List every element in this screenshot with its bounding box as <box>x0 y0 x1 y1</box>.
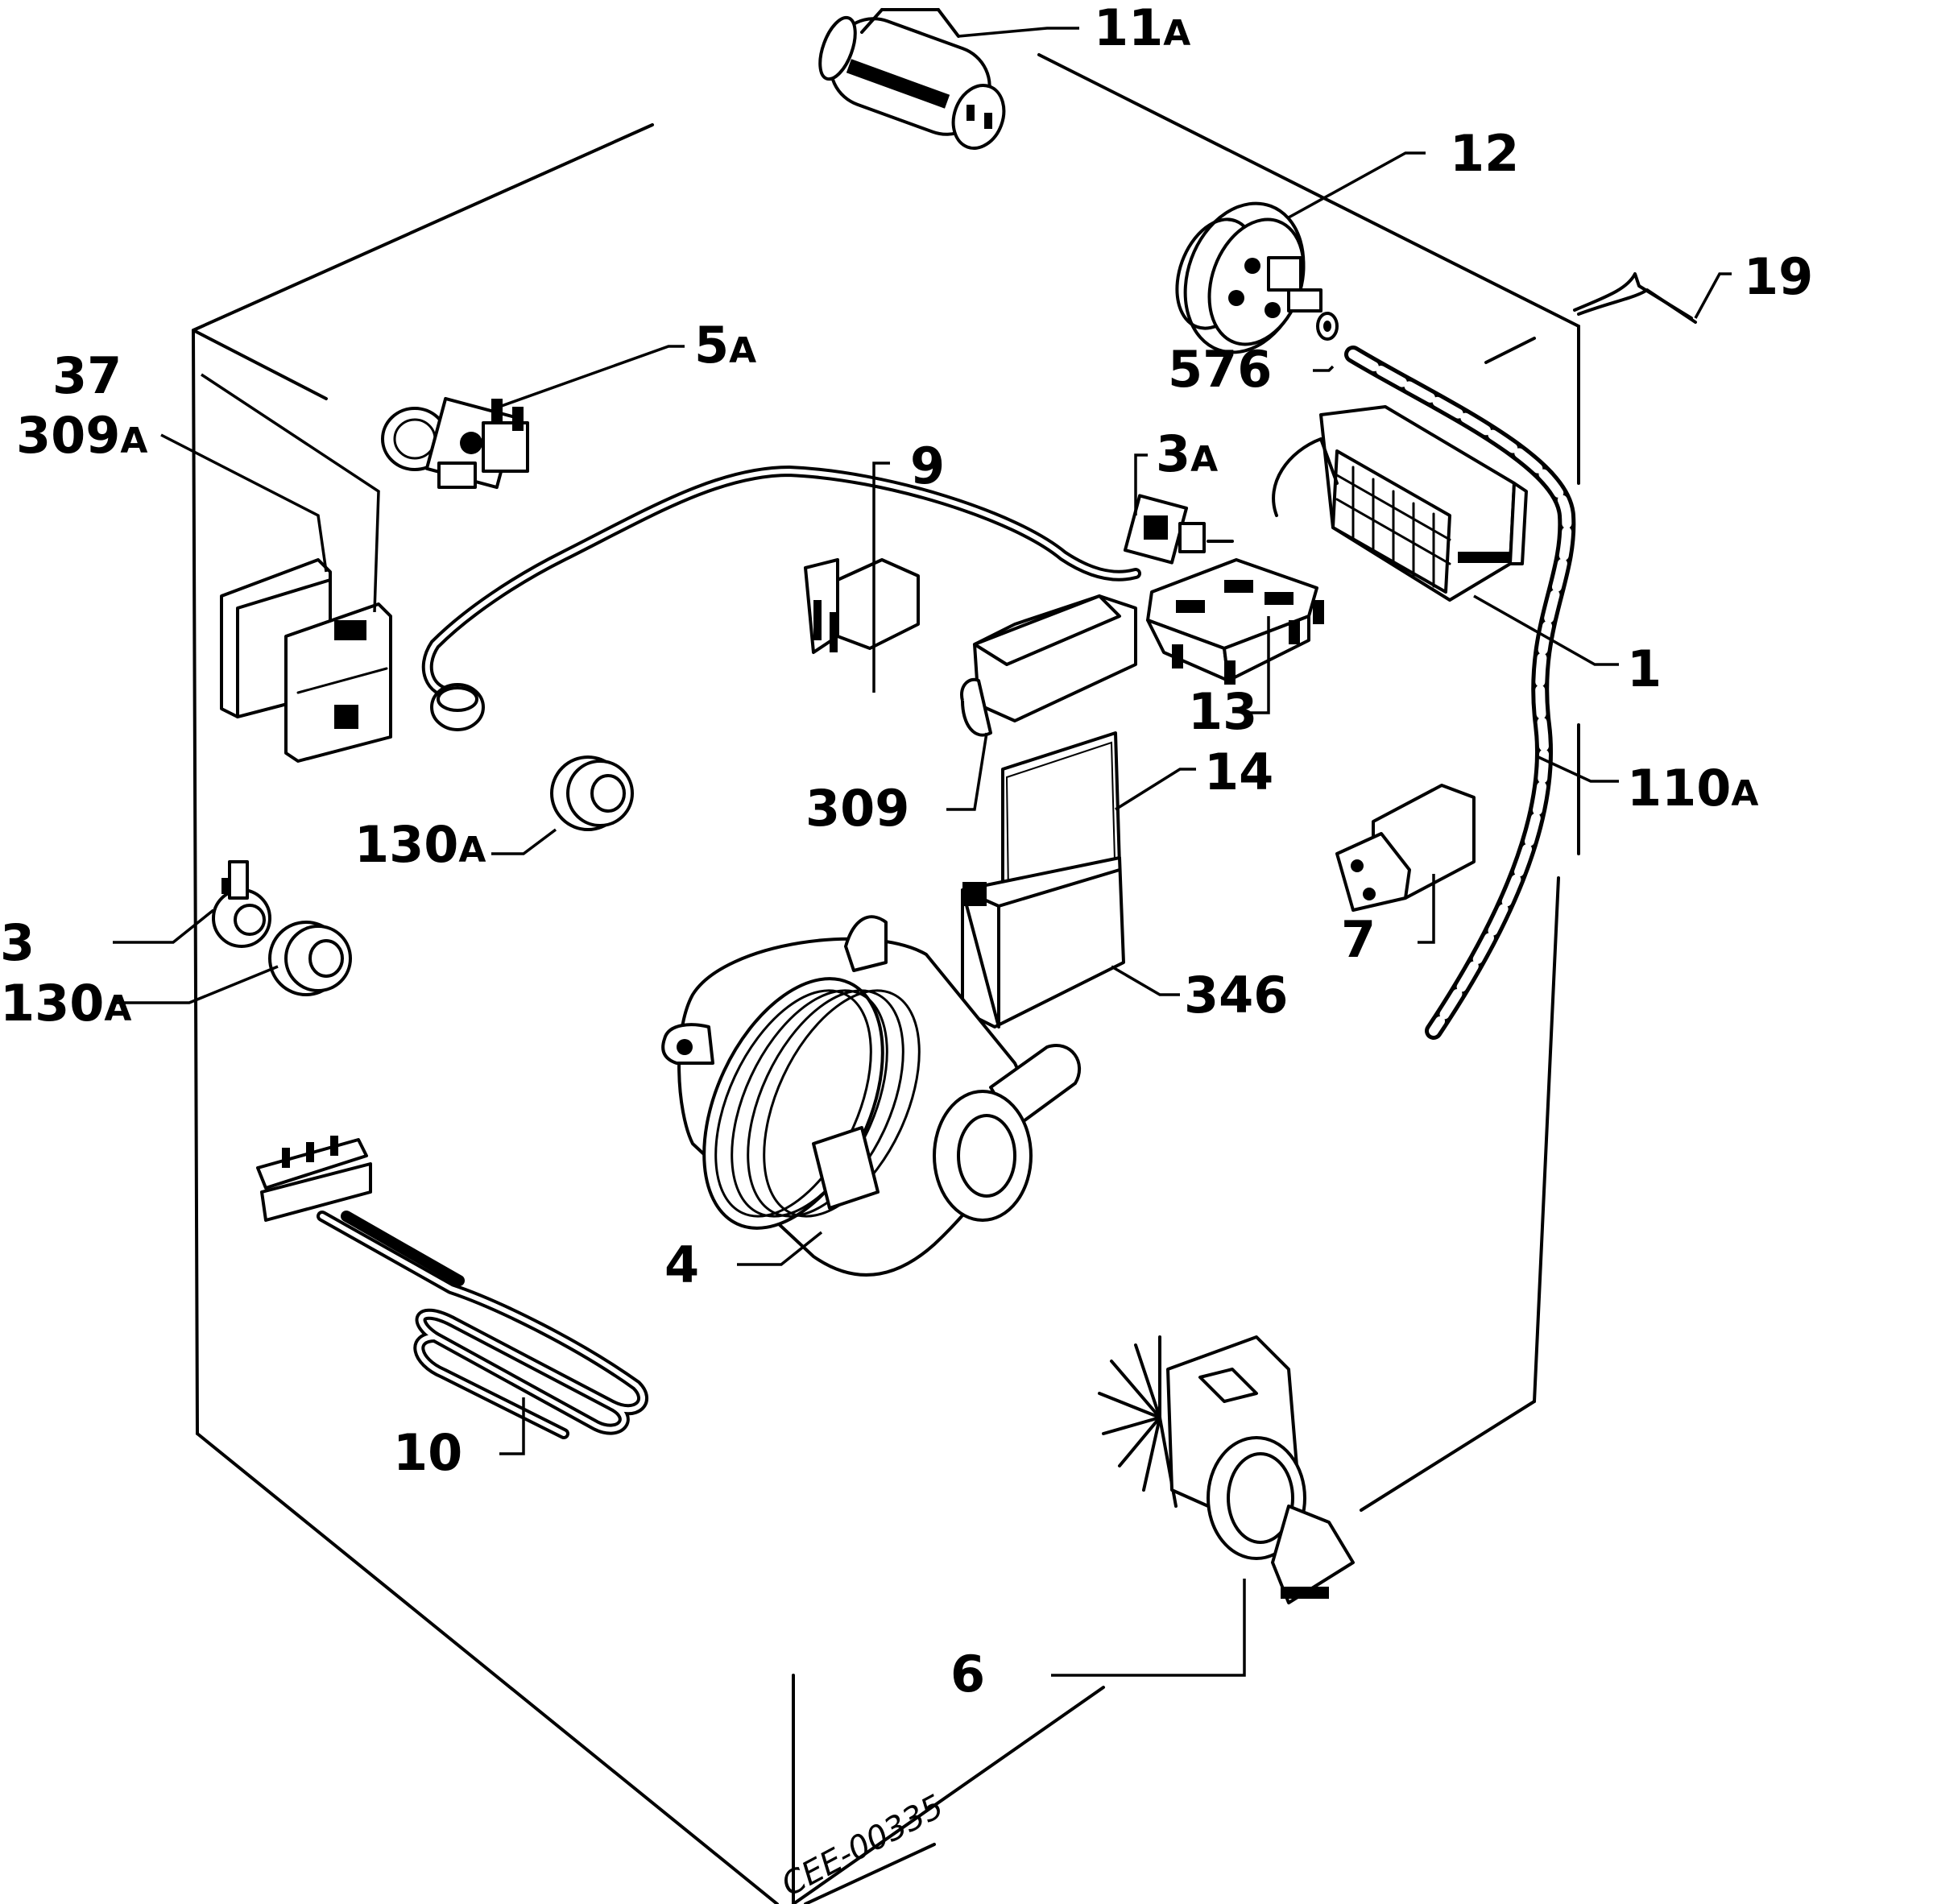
part-label-1: 1 <box>1627 639 1662 698</box>
part-label-130a-upper: 130A <box>354 815 486 874</box>
cabinet-outline <box>192 8 1580 1904</box>
part-label-7: 7 <box>1341 910 1376 969</box>
part-label-3: 3 <box>0 913 35 972</box>
part-label-346: 346 <box>1184 966 1288 1024</box>
part-label-6: 6 <box>950 1645 985 1703</box>
part-label-576: 576 <box>1168 340 1272 399</box>
part-label-11a: 11A <box>1094 0 1190 57</box>
part-label-309a: 309A <box>16 406 147 465</box>
interference-filter-icon <box>1335 784 1476 912</box>
part-label-4: 4 <box>664 1236 699 1294</box>
part-label-309: 309 <box>805 779 909 838</box>
pressure-switch-icon <box>1175 201 1322 354</box>
thermostat-icon <box>212 860 271 948</box>
door-lock-wire <box>421 465 1141 731</box>
cover-icon <box>960 594 1137 737</box>
part-label-5a: 5A <box>694 316 756 375</box>
drawing-code: CEE-00335 <box>776 1788 950 1904</box>
board-housing-icon <box>961 856 1125 1029</box>
hose-icon <box>1344 346 1576 1040</box>
switch-block-icon <box>1146 558 1324 685</box>
part-label-9: 9 <box>910 437 945 495</box>
part-label-37: 37 <box>52 346 122 405</box>
heating-element-icon <box>256 1136 648 1439</box>
motor-icon <box>661 915 1081 1277</box>
part-label-110a: 110A <box>1627 759 1758 817</box>
part-label-3a: 3A <box>1156 424 1218 483</box>
clip-icon <box>1573 272 1697 324</box>
capacitor-icon <box>818 8 1006 150</box>
relay-icon <box>804 558 920 654</box>
part-label-14: 14 <box>1204 743 1273 801</box>
control-module-icon <box>220 558 392 763</box>
part-label-13: 13 <box>1188 682 1257 741</box>
nozzle-icon <box>1316 312 1339 341</box>
leader-lines <box>113 27 1732 1677</box>
grommet-lower-icon <box>268 921 352 996</box>
part-labels: 11A 12 19 576 5A 37 309A 9 3A 1 13 110A … <box>0 0 1813 1703</box>
part-label-12: 12 <box>1450 124 1519 183</box>
part-label-19: 19 <box>1744 247 1813 306</box>
grommet-upper-icon <box>550 755 634 831</box>
solenoid-valve-icon <box>381 396 529 490</box>
part-label-130a-lower: 130A <box>0 974 131 1033</box>
door-switch-icon <box>1123 494 1234 565</box>
part-label-10: 10 <box>393 1423 462 1482</box>
drain-pump-icon <box>1098 1335 1355 1604</box>
timer-icon <box>1272 405 1528 602</box>
